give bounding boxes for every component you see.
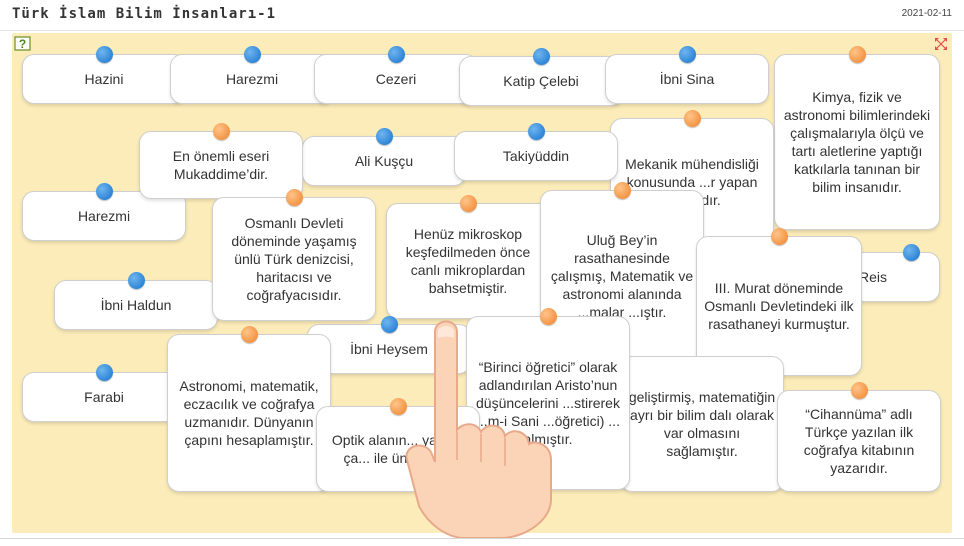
desc-card-mikroskop[interactable]: Henüz mikroskop keşfedilmeden önce canlı…	[386, 195, 550, 319]
orange-pin-icon	[684, 110, 701, 127]
card-text: Hazini	[84, 71, 124, 87]
card-text: Cezeri	[375, 71, 417, 87]
blue-pin-icon	[128, 272, 145, 289]
card-text: Uluğ Bey’in rasathanesinde çalışmış, Mat…	[550, 232, 694, 320]
page-title: Türk İslam Bilim İnsanları-1	[12, 6, 277, 22]
name-card-katip-celebi[interactable]: Katip Çelebi	[459, 48, 623, 106]
date-label: 2021-02-11	[901, 8, 952, 19]
orange-pin-icon	[771, 228, 788, 245]
name-card-ibni-heysem[interactable]: İbni Heysem	[307, 316, 471, 374]
card-text: Harezmi	[77, 208, 131, 224]
orange-pin-icon	[849, 46, 866, 63]
desc-card-mukaddime[interactable]: En önemli eseri Mukaddime’dir.	[139, 123, 303, 199]
blue-pin-icon	[902, 244, 920, 261]
blue-pin-icon	[96, 364, 113, 381]
card-text: Osmanlı Devleti döneminde yaşamış ünlü T…	[231, 215, 357, 303]
blue-pin-icon	[244, 46, 261, 63]
desc-card-optik[interactable]: Optik alanın... yaptığı ça... ile ün kaz…	[316, 398, 480, 492]
desc-card-cihannuma[interactable]: “Cihannüma” adlı Türkçe yazılan ilk coğr…	[777, 382, 941, 492]
orange-pin-icon	[851, 382, 868, 399]
card-text: Mekanik mühendisliği konusunda ...r yapa…	[625, 156, 759, 208]
card-text: “Birinci öğretici” olarak adlandırılan A…	[476, 359, 620, 447]
orange-pin-icon	[614, 182, 631, 199]
desc-card-matematik[interactable]: geliştirmiş, matematiğin ayrı bir bilim …	[620, 356, 784, 492]
desc-card-birinci-ogretici[interactable]: “Birinci öğretici” olarak adlandırılan A…	[466, 308, 630, 490]
name-card-hazini[interactable]: Hazini	[22, 46, 186, 104]
name-card-harezmi-2[interactable]: Harezmi	[22, 183, 186, 241]
footer-divider	[0, 538, 964, 539]
card-text: İbni Sina	[659, 71, 715, 87]
name-card-farabi[interactable]: Farabi	[22, 364, 186, 422]
card-text: Harezmi	[225, 71, 279, 87]
title-bar: Türk İslam Bilim İnsanları-1 2021-02-11	[0, 0, 964, 31]
orange-pin-icon	[286, 189, 303, 206]
help-question-icon[interactable]: ?	[14, 36, 32, 52]
blue-pin-icon	[388, 46, 405, 63]
name-card-ibni-haldun[interactable]: İbni Haldun	[54, 272, 218, 330]
desc-card-osmanli-denizci[interactable]: Osmanlı Devleti döneminde yaşamış ünlü T…	[212, 189, 376, 321]
name-card-cezeri[interactable]: Cezeri	[314, 46, 478, 104]
orange-pin-icon	[241, 326, 258, 343]
card-text: Reis	[858, 269, 887, 285]
name-card-ibni-sina[interactable]: İbni Sina	[605, 46, 769, 104]
card-text: Katip Çelebi	[503, 73, 579, 89]
card-text: Takiyüddin	[502, 148, 570, 164]
desc-card-astronomi[interactable]: Astronomi, matematik, eczacılık ve coğra…	[167, 326, 331, 492]
card-text: Optik alanın... yaptığı ça... ile ün kaz…	[331, 432, 465, 466]
card-text: geliştirmiş, matematiğin ayrı bir bilim …	[628, 389, 776, 459]
orange-pin-icon	[540, 308, 557, 325]
blue-pin-icon	[679, 46, 696, 63]
orange-pin-icon	[460, 195, 477, 212]
card-text: Ali Kuşçu	[354, 153, 414, 169]
blue-pin-icon	[381, 316, 398, 333]
orange-pin-icon	[213, 123, 230, 140]
card-text: III. Murat döneminde Osmanlı Devletindek…	[704, 280, 854, 332]
blue-pin-icon	[96, 183, 113, 200]
desc-card-iii-murat[interactable]: III. Murat döneminde Osmanlı Devletindek…	[696, 228, 862, 376]
blue-pin-icon	[528, 123, 545, 140]
card-text: Henüz mikroskop keşfedilmeden önce canlı…	[405, 226, 531, 296]
desc-card-kimya-fizik[interactable]: Kimya, fizik ve astronomi bilimlerindeki…	[774, 46, 940, 230]
blue-pin-icon	[533, 48, 550, 65]
name-card-takiyuddin[interactable]: Takiyüddin	[454, 123, 618, 181]
card-text: En önemli eseri Mukaddime’dir.	[172, 148, 270, 182]
orange-pin-icon	[390, 398, 407, 415]
card-text: Kimya, fizik ve astronomi bilimlerindeki…	[783, 89, 931, 195]
card-text: İbni Heysem	[350, 341, 428, 357]
name-card-harezmi[interactable]: Harezmi	[170, 46, 334, 104]
card-text: Farabi	[84, 389, 124, 405]
svg-text:?: ?	[19, 37, 26, 51]
card-text: “Cihannüma” adlı Türkçe yazılan ilk coğr…	[803, 406, 915, 476]
expand-arrows-icon[interactable]	[934, 37, 948, 51]
blue-pin-icon	[376, 128, 393, 145]
card-text: Astronomi, matematik, eczacılık ve coğra…	[179, 378, 319, 448]
blue-pin-icon	[96, 46, 113, 63]
name-card-ali-kuscu[interactable]: Ali Kuşçu	[302, 128, 466, 186]
card-text: İbni Haldun	[100, 297, 172, 313]
